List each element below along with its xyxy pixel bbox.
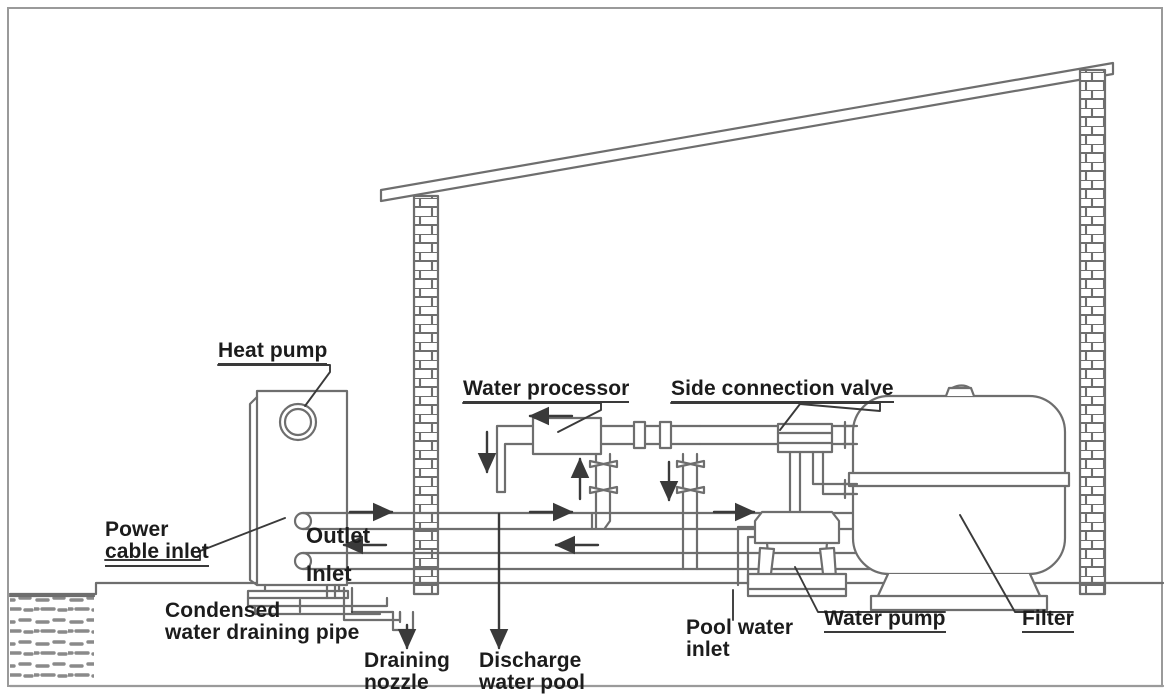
- union-fitting-2: [658, 420, 673, 450]
- roof-slab: [379, 61, 1115, 203]
- water-pump: [746, 510, 848, 598]
- condensed-water-draining-pipe: [246, 583, 415, 632]
- label-discharge-water-pool: Discharge water pool: [479, 649, 586, 695]
- water-processor-unit: [531, 416, 603, 456]
- pool-water-inlet-pipe: [736, 525, 757, 587]
- right-brick-wall: [1078, 68, 1107, 596]
- left-brick-wall: [412, 194, 440, 596]
- right-branch-pipe: [681, 452, 699, 571]
- label-water-processor: Water processor: [463, 377, 630, 404]
- label-side-connection-valve: Side connection valve: [671, 377, 894, 404]
- label-outlet: Outlet: [306, 523, 371, 548]
- label-draining-nozzle: Draining nozzle: [364, 649, 450, 695]
- filter-tank: [847, 384, 1071, 612]
- label-pool-water-inlet: Pool water inlet: [686, 616, 794, 662]
- label-inlet: Inlet: [306, 561, 352, 586]
- union-fitting-1: [632, 420, 647, 450]
- filter-inlet-nozzle: [841, 420, 859, 450]
- processor-inlet-pipe: [599, 424, 702, 446]
- inlet-pipe: [301, 551, 937, 571]
- label-power-cable-inlet: Power cable inlet: [105, 518, 209, 567]
- leader-water-pump: [794, 566, 946, 613]
- label-water-pump: Water pump: [824, 607, 946, 634]
- label-heat-pump: Heat pump: [218, 339, 328, 366]
- processor-riser-pipe: [590, 452, 612, 530]
- side-connection-valve: [776, 422, 834, 454]
- flow-arrows: [342, 406, 756, 650]
- right-branch-valve: [675, 459, 706, 495]
- label-condensed-water-draining-pipe: Condensed water draining pipe: [165, 599, 360, 645]
- processor-riser-valve: [588, 459, 619, 495]
- leader-filter: [959, 514, 1074, 613]
- leader-power-cable-inlet: [104, 517, 286, 561]
- filter-lower-nozzle: [841, 478, 859, 500]
- label-filter: Filter: [1022, 607, 1074, 634]
- ground-line: [8, 581, 1165, 688]
- processor-drain-elbow: [495, 424, 535, 494]
- swimming-pool-water: [8, 594, 96, 684]
